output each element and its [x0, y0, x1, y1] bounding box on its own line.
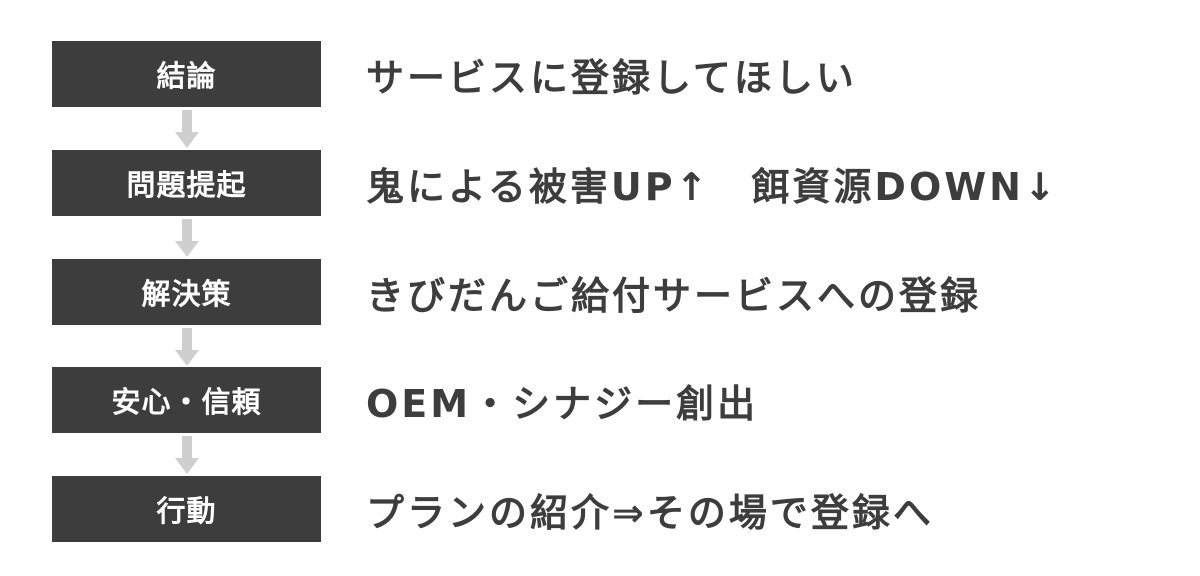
down-arrow-icon	[175, 219, 199, 259]
step-description-conclusion: サービスに登録してほしい	[366, 55, 857, 100]
step-description-problem: 鬼による被害UP↑ 餌資源DOWN↓	[366, 164, 1059, 209]
step-box-problem: 問題提起	[52, 150, 321, 216]
step-box-trust: 安心・信頼	[52, 367, 321, 433]
down-arrow-icon	[175, 436, 199, 476]
step-box-solution: 解決策	[52, 259, 321, 325]
step-box-action: 行動	[52, 476, 321, 542]
down-arrow-icon	[175, 110, 199, 150]
step-box-conclusion: 結論	[52, 41, 321, 107]
step-description-trust: OEM・シナジー創出	[366, 381, 759, 426]
down-arrow-icon	[175, 328, 199, 368]
step-description-solution: きびだんご給付サービスへの登録	[366, 273, 982, 318]
step-description-action: プランの紹介⇒その場で登録へ	[366, 490, 934, 535]
